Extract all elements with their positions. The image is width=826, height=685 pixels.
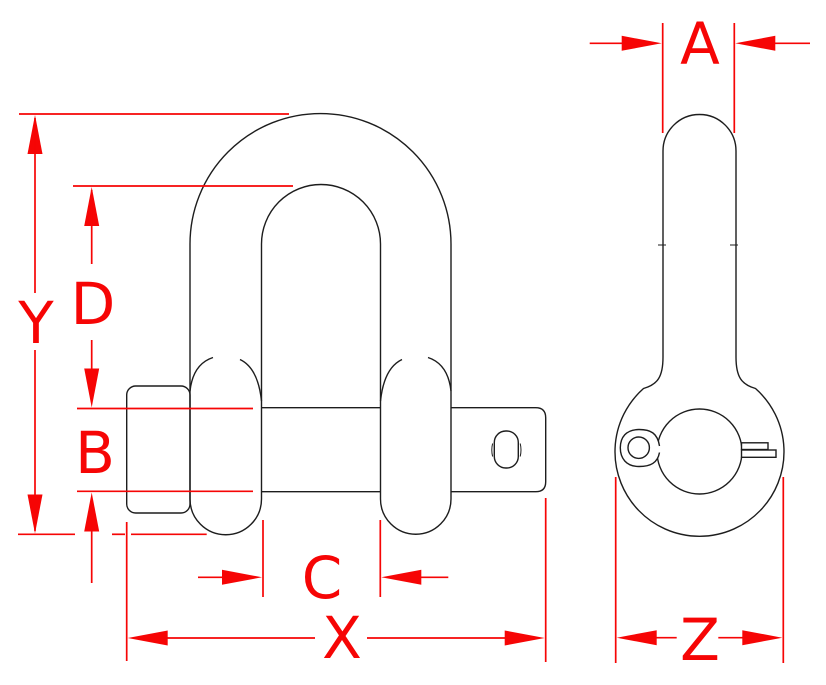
arrowhead-right-icon (742, 630, 783, 646)
dimension-x (125, 498, 547, 662)
pin-end (451, 407, 547, 493)
boss-fillet-arc (379, 358, 403, 402)
boss-fillet-arc (427, 356, 452, 392)
front-view-shackle-body (189, 112, 452, 536)
dim-label-c: C (301, 544, 343, 612)
dim-label-y: Y (18, 289, 54, 357)
side-body-and-eye (614, 113, 785, 537)
dim-label-b: B (75, 419, 115, 487)
dim-label-a: A (680, 10, 720, 78)
front-view-pin (125, 385, 547, 514)
dim-label-x: X (322, 604, 362, 672)
arrowhead-right-icon (504, 630, 545, 646)
cotter-pin-prong-lower (740, 449, 777, 459)
pin-head (125, 385, 191, 514)
dimension-y (18, 113, 289, 536)
arrowhead-right-icon (222, 569, 262, 585)
side-view-shackle (614, 113, 785, 537)
arrowhead-up-icon (84, 492, 100, 532)
dimension-d (73, 185, 293, 408)
arrowhead-down-icon (84, 368, 100, 408)
dim-label-d: D (70, 270, 116, 338)
arrowhead-down-icon (27, 494, 43, 534)
boss-fillet-arc (239, 358, 263, 402)
arrowhead-right-icon (621, 35, 662, 51)
dimension-a (589, 23, 810, 133)
arrowhead-left-icon (381, 569, 422, 585)
cotter-hole-chamfer-left (491, 443, 494, 457)
cotter-pin-prong-upper (740, 442, 769, 451)
dim-label-z: Z (680, 606, 720, 674)
arrowhead-left-icon (735, 35, 776, 51)
cotter-pin-loop (619, 428, 661, 468)
arrowhead-left-icon (127, 630, 168, 646)
dimension-b (77, 407, 253, 583)
dimension-c (198, 520, 449, 597)
cotter-hole (493, 430, 519, 469)
dimension-z (614, 477, 785, 663)
arrowhead-left-icon (616, 630, 657, 646)
shackle-bow-outline (189, 112, 452, 536)
boss-fillet-arc (189, 356, 214, 392)
cotter-hole-chamfer-right (519, 443, 522, 457)
pin-end-circle (656, 408, 743, 495)
cotter-pin-loop-hole (627, 436, 651, 460)
